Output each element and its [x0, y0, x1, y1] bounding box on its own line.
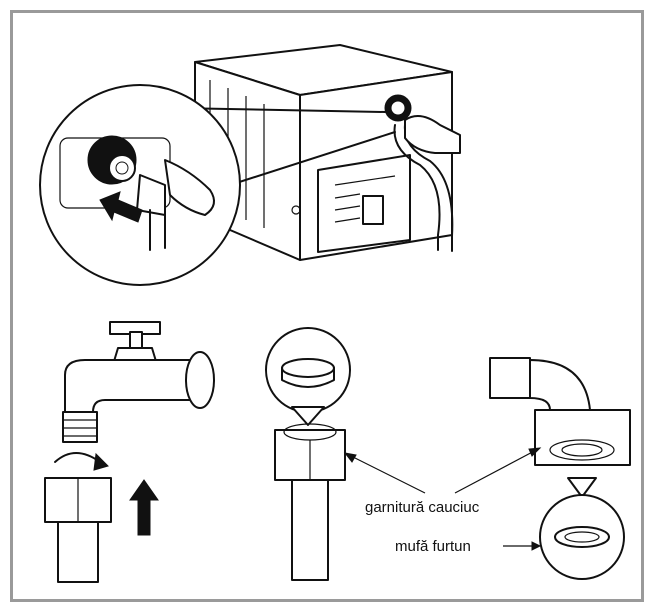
direction-arrow-icon: [99, 191, 143, 223]
water-tap: [62, 321, 215, 443]
label-pointer-lines: [343, 447, 542, 551]
rotate-arrow-icon: [54, 452, 101, 463]
hose-coupling-middle: [274, 423, 346, 581]
hose-coupling-left: [44, 477, 112, 583]
zoom-callout-lines: [174, 107, 396, 186]
water-inlet-valve: [384, 94, 454, 252]
up-arrow-icon: [129, 479, 159, 536]
hand-icon: [404, 115, 461, 154]
seal-magnifier-middle: [265, 327, 351, 426]
elbow-coupling-right: [489, 357, 631, 466]
rubber-seal-label: garnitură cauciuc: [365, 499, 480, 516]
seal-magnifier-right: [539, 477, 625, 580]
magnified-inlet-circle: [39, 84, 241, 286]
hose-coupling-label: mufă furtun: [395, 538, 471, 555]
